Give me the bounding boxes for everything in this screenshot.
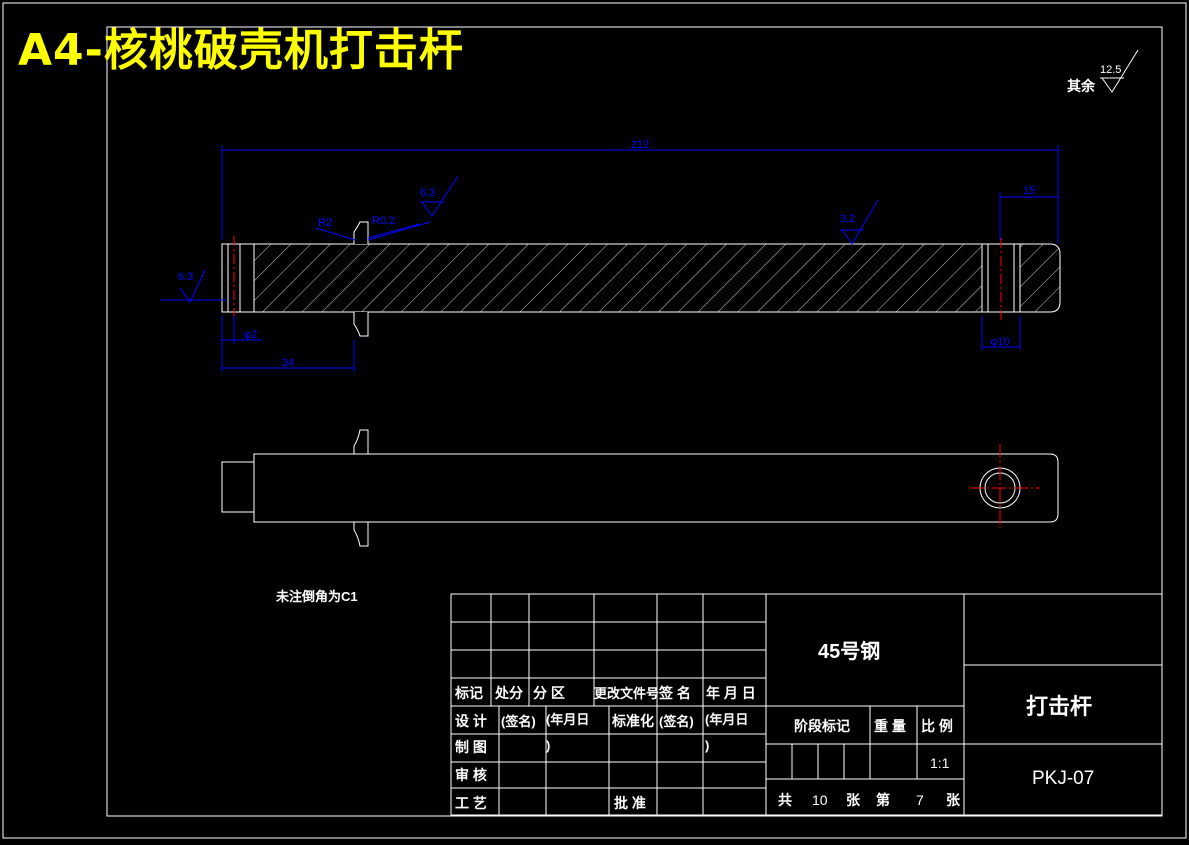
tb-part-name: 打击杆	[1026, 694, 1092, 719]
title-block	[450, 593, 1163, 816]
tb-scale-value: 1:1	[930, 755, 950, 771]
tb-date-split-d: )	[705, 738, 709, 753]
general-roughness: 其余 12.5	[1067, 49, 1139, 94]
general-roughness-label: 其余	[1067, 78, 1096, 94]
dim-hole-label: φ10	[990, 336, 1009, 348]
tb-drawing-no: PKJ-07	[1032, 768, 1094, 789]
dimension-labels: 212 15 34 φ2 φ10 R2 R0.2	[244, 139, 1035, 369]
tb-checking: 审 核	[455, 767, 487, 783]
tb-mark: 标记	[454, 685, 483, 701]
tb-count: 处分	[494, 685, 523, 701]
roughness-shoulder-label: 6.3	[420, 187, 435, 199]
tb-date-split-a: (年月日	[546, 712, 589, 727]
tb-sheet-no: 7	[916, 792, 924, 808]
hole-crosshair	[970, 444, 1040, 528]
tb-material: 45号钢	[818, 640, 880, 663]
roughness-shaft-label: 3.2	[840, 213, 855, 225]
shaft-section-body	[253, 243, 1061, 313]
top-view	[221, 429, 1059, 547]
dim-radius-b-label: R0.2	[372, 215, 395, 227]
tb-stage-mark: 阶段标记	[794, 718, 850, 734]
left-stub	[221, 243, 255, 313]
tb-date-split-c: (年月日	[705, 712, 748, 727]
tb-sign-name-2: (签名)	[659, 714, 694, 729]
tb-approve: 批 准	[614, 795, 646, 811]
title-block-text: 标记 处分 分 区 更改文件号 签 名 年 月 日 设 计 (签名) (年月日 …	[454, 640, 1094, 811]
tb-change-doc: 更改文件号	[594, 686, 659, 701]
tb-sign: 签 名	[658, 685, 691, 701]
tb-zone: 分 区	[533, 685, 565, 701]
general-roughness-value: 12.5	[1100, 64, 1121, 76]
dim-step-label: 34	[282, 357, 294, 369]
roughness-left-label: 6.3	[178, 271, 193, 283]
tb-scale-label: 比 例	[921, 718, 953, 734]
tb-sheet-no-unit: 张	[946, 792, 961, 808]
dim-right-label: 15	[1023, 185, 1035, 197]
tb-sheet-total-label: 共	[778, 792, 792, 808]
tb-date: 年 月 日	[706, 685, 756, 701]
tb-drafting: 制 图	[455, 739, 487, 755]
shaft-outline	[253, 453, 1059, 523]
tb-sign-name: (签名)	[501, 714, 536, 729]
tb-date-split-b: )	[546, 738, 550, 753]
tb-sheet-total: 10	[812, 792, 828, 808]
section-view	[221, 221, 1061, 337]
roughness-symbols	[160, 175, 879, 303]
tb-standard: 标准化	[611, 713, 654, 729]
dim-left-step-label: φ2	[244, 329, 257, 341]
drawing-title: A4-核桃破壳机打击杆	[18, 25, 464, 76]
left-stub-outline	[221, 461, 255, 513]
tb-sheet-no-label: 第	[876, 792, 890, 808]
dimensions-section	[221, 146, 1059, 372]
dim-radius-a-label: R2	[318, 217, 332, 229]
tb-weight: 重 量	[874, 718, 906, 734]
tb-sheet-unit: 张	[846, 792, 861, 808]
tb-process: 工 艺	[455, 795, 487, 811]
tb-design: 设 计	[455, 713, 487, 729]
dim-overall-label: 212	[631, 139, 649, 151]
inner-border	[106, 26, 1163, 817]
technical-note: 未注倒角为C1	[275, 589, 358, 604]
